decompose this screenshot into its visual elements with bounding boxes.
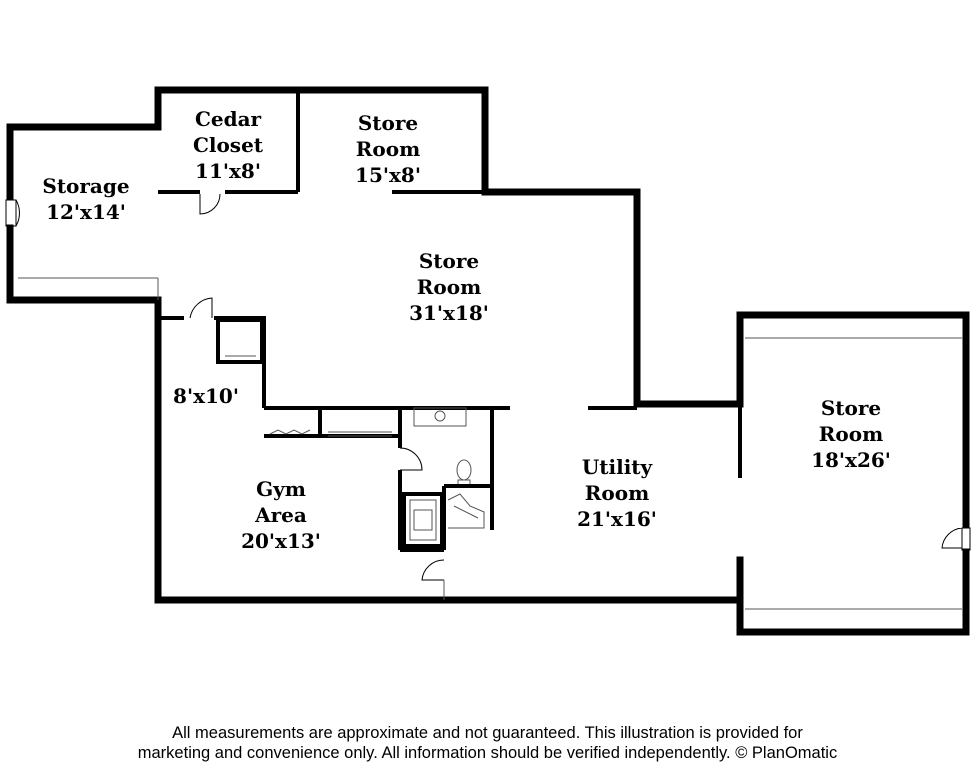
gym-area-label-2: Area	[254, 503, 307, 527]
store-room-right-size: 18'x26'	[811, 448, 891, 472]
utility-room-label-1: Utility	[582, 455, 654, 479]
cedar-closet-label-2: Closet	[193, 133, 264, 157]
storage-size: 12'x14'	[46, 200, 126, 224]
interior-walls	[18, 90, 962, 610]
store-room-right-label-1: Store	[821, 396, 881, 420]
room-labels: Cedar Closet 11'x8' Store Room 15'x8' St…	[42, 107, 891, 553]
store-room-main-label-1: Store	[419, 249, 479, 273]
disclaimer-line-1: All measurements are approximate and not…	[172, 724, 803, 742]
doors	[5, 193, 971, 600]
store-room-right-door	[941, 527, 971, 551]
store-room-small-label-1: Store	[358, 111, 418, 135]
store-room-right-label-2: Room	[819, 422, 883, 446]
gym-area-size: 20'x13'	[241, 529, 321, 553]
store-room-main-label-2: Room	[417, 275, 481, 299]
bath-door	[399, 447, 423, 471]
outer-walls	[6, 86, 970, 636]
disclaimer-line-2: marketing and convenience only. All info…	[137, 744, 838, 762]
cedar-closet-size: 11'x8'	[195, 159, 261, 183]
store-room-small-size: 15'x8'	[355, 163, 421, 187]
store-room-small-label-2: Room	[356, 137, 420, 161]
store-room-main-size: 31'x18'	[409, 301, 489, 325]
gym-area-label-1: Gym	[256, 477, 306, 501]
cedar-closet-label-1: Cedar	[195, 107, 262, 131]
utility-room-size: 21'x16'	[577, 507, 657, 531]
cedar-closet-door	[199, 193, 221, 215]
stair-door	[421, 559, 445, 581]
utility-room-label-2: Room	[585, 481, 649, 505]
disclaimer: All measurements are approximate and not…	[0, 723, 975, 763]
small-room-door	[189, 297, 213, 319]
storage-door	[5, 199, 20, 227]
storage-label: Storage	[42, 174, 129, 198]
small-room-size: 8'x10'	[173, 384, 239, 408]
